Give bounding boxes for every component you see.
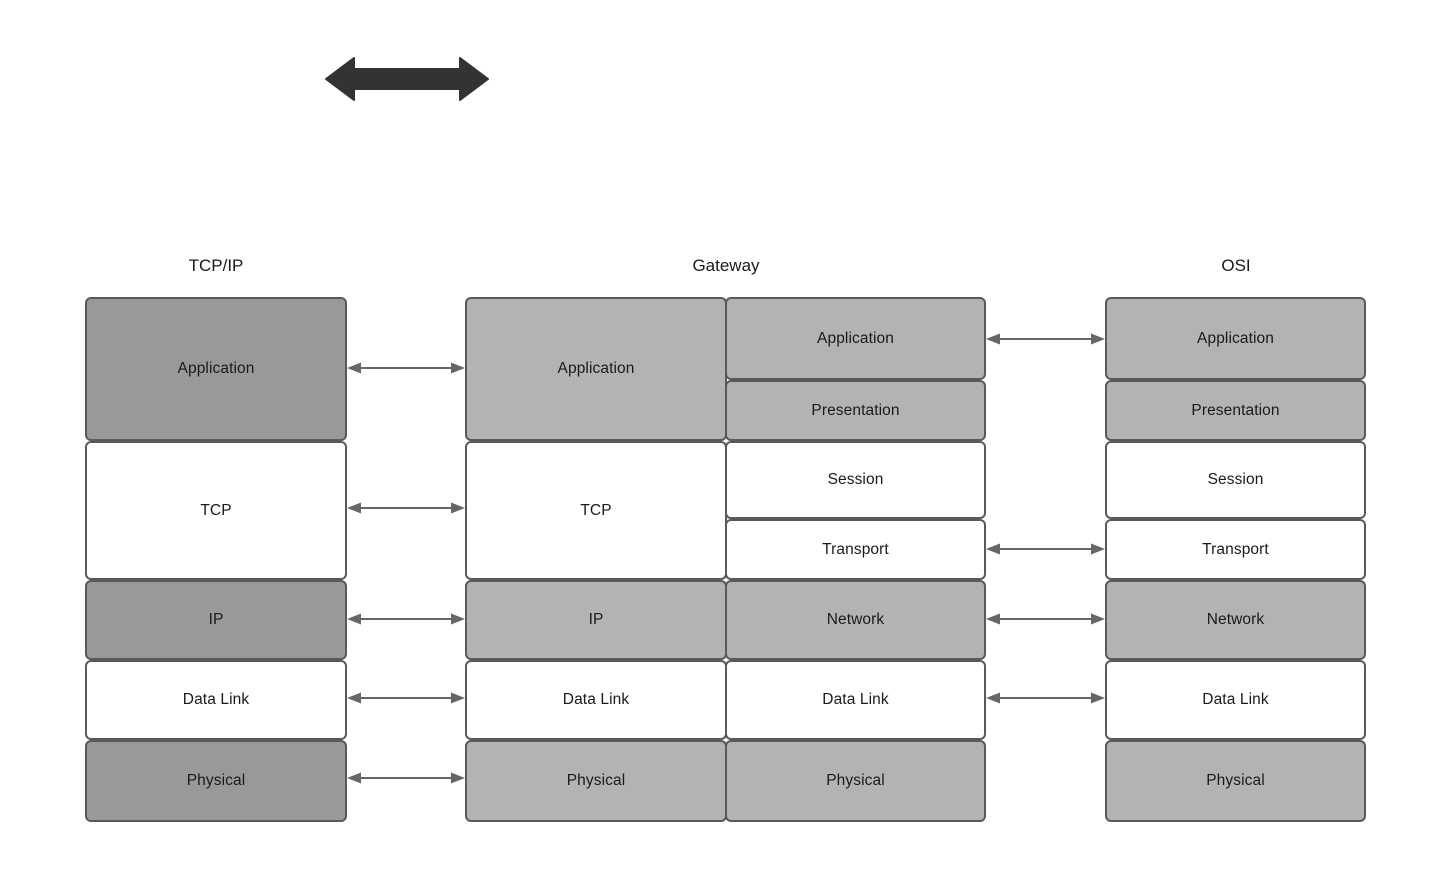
layer-tcpip-tcp[interactable]: TCP <box>85 441 347 580</box>
layer-osi-network[interactable]: Network <box>1105 580 1366 660</box>
layer-osi-session[interactable]: Session <box>1105 441 1366 519</box>
connector-gateway-osi-data-link <box>986 691 1105 705</box>
layer-osi-data-link[interactable]: Data Link <box>1105 660 1366 740</box>
connector-gateway-osi-transport <box>986 542 1105 556</box>
layer-gateway-data-link[interactable]: Data Link <box>465 660 727 740</box>
layer-gateway-osi-transport[interactable]: Transport <box>725 519 986 580</box>
layer-tcpip-data-link[interactable]: Data Link <box>85 660 347 740</box>
layer-gateway-application[interactable]: Application <box>465 297 727 441</box>
connector-tcpip-gateway-physical <box>347 771 465 785</box>
connector-tcpip-gateway-ip <box>347 612 465 626</box>
connector-tcpip-gateway-tcp <box>347 501 465 515</box>
layer-gateway-osi-data-link[interactable]: Data Link <box>725 660 986 740</box>
column-title-tcpip: TCP/IP <box>188 256 244 275</box>
connector-tcpip-gateway-data-link <box>347 691 465 705</box>
column-title-gateway: Gateway <box>692 256 760 275</box>
layer-tcpip-physical[interactable]: Physical <box>85 740 347 822</box>
layer-gateway-osi-session[interactable]: Session <box>725 441 986 519</box>
layer-gateway-tcp[interactable]: TCP <box>465 441 727 580</box>
connector-tcpip-gateway-application <box>347 361 465 375</box>
layer-gateway-osi-application[interactable]: Application <box>725 297 986 380</box>
column-title-osi: OSI <box>1221 256 1251 275</box>
layer-osi-application[interactable]: Application <box>1105 297 1366 380</box>
layer-gateway-osi-presentation[interactable]: Presentation <box>725 380 986 441</box>
layer-osi-presentation[interactable]: Presentation <box>1105 380 1366 441</box>
layer-tcpip-ip[interactable]: IP <box>85 580 347 660</box>
connector-gateway-osi-application <box>986 332 1105 346</box>
layer-gateway-physical[interactable]: Physical <box>465 740 727 822</box>
bidirectional-arrow <box>322 52 492 106</box>
layer-gateway-osi-physical[interactable]: Physical <box>725 740 986 822</box>
layer-osi-physical[interactable]: Physical <box>1105 740 1366 822</box>
layer-gateway-ip[interactable]: IP <box>465 580 727 660</box>
layer-gateway-osi-network[interactable]: Network <box>725 580 986 660</box>
layer-tcpip-application[interactable]: Application <box>85 297 347 441</box>
layer-osi-transport[interactable]: Transport <box>1105 519 1366 580</box>
connector-gateway-osi-network <box>986 612 1105 626</box>
